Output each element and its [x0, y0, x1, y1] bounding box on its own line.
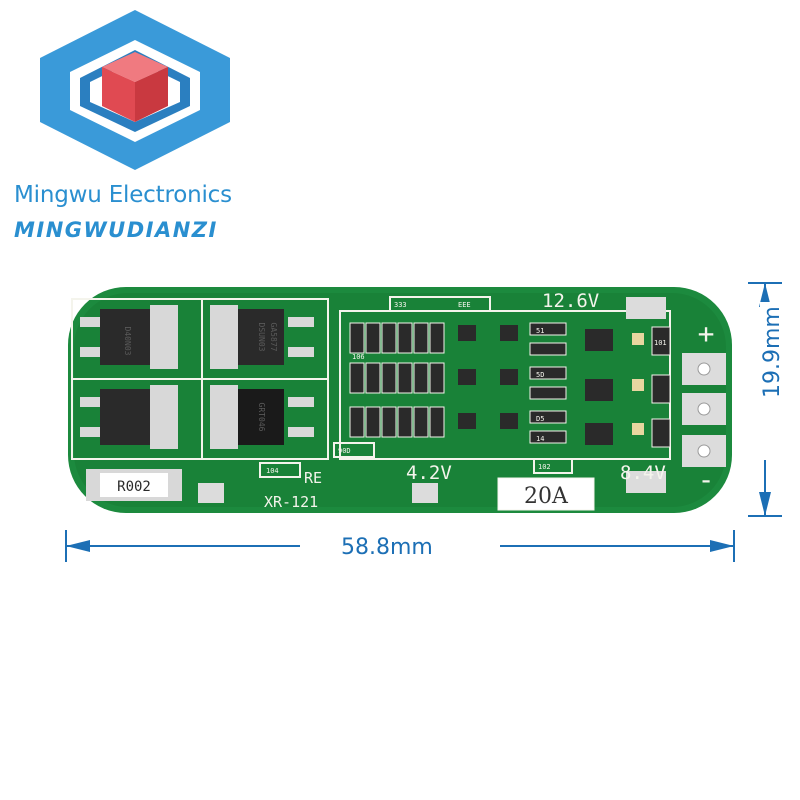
brand-pinyin: MINGWUDIANZI	[14, 218, 218, 242]
code-104: 104	[266, 467, 279, 475]
code-51: 51	[536, 327, 544, 335]
code-333: 333	[394, 301, 407, 309]
label-126v: 12.6V	[542, 290, 599, 312]
label-minus: -	[698, 463, 715, 496]
brand-name: Mingwu Electronics	[14, 182, 232, 208]
code-90d: 90D	[338, 447, 351, 455]
chip-mark-1: D40N03	[123, 327, 132, 356]
height-dimension: 19.9mm	[760, 302, 785, 402]
label-84v: 8.4V	[620, 462, 666, 484]
mosfet-bottom-left	[80, 385, 178, 449]
code-101: 101	[654, 339, 667, 347]
label-42v: 4.2V	[406, 462, 452, 484]
code-5d: 5D	[536, 371, 544, 379]
mosfet-bottom-mid	[210, 385, 314, 449]
code-102: 102	[538, 463, 551, 471]
pad-84v	[626, 471, 666, 493]
shunt-label: R002	[117, 479, 151, 495]
chip-mark-4: GRT046	[257, 403, 266, 432]
logo-cube-right	[135, 67, 168, 122]
re-label: RE	[304, 469, 322, 487]
width-dimension: 58.8mm	[335, 535, 439, 560]
chip-mark-3: GA5877	[269, 323, 278, 352]
current-rating: 20A	[524, 484, 569, 509]
mosfet-top-mid	[210, 305, 314, 369]
code-106: 106	[352, 353, 365, 361]
code-d5: D5	[536, 415, 544, 423]
shunt-resistor: R002	[86, 469, 182, 501]
pad-bminus	[198, 483, 224, 503]
code-eee: EEE	[458, 301, 471, 309]
protection-ics	[585, 329, 613, 445]
brand-logo	[40, 10, 230, 170]
model-label: XR-121	[264, 493, 318, 511]
mosfet-top-left	[80, 305, 178, 369]
pad-42v	[412, 483, 438, 503]
logo-cube-left	[102, 67, 135, 122]
pcb-board: D40N03 DSUN03 GA5877 GRT046 R002	[68, 287, 732, 513]
label-plus: +	[698, 317, 715, 350]
chip-mark-2: DSUN03	[257, 323, 266, 352]
code-14: 14	[536, 435, 544, 443]
pad-126v	[626, 297, 666, 319]
